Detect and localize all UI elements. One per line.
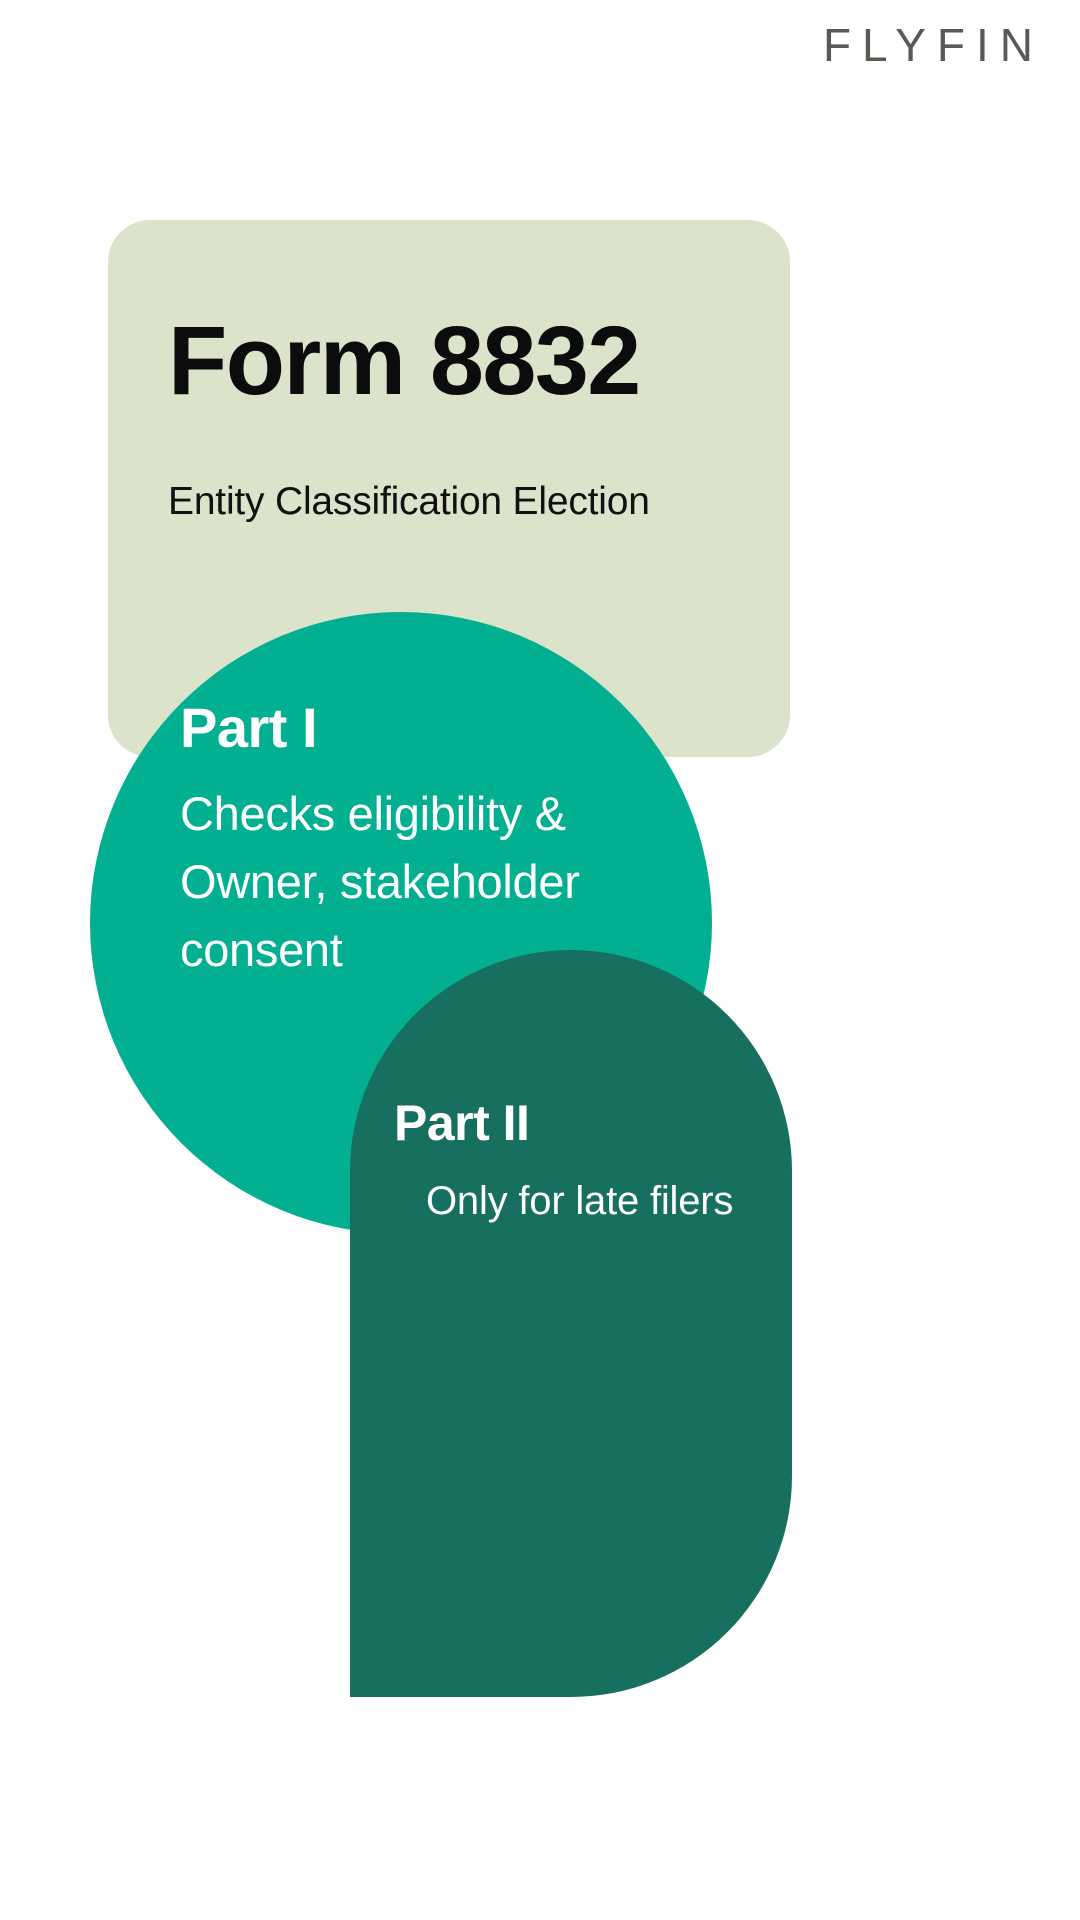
part-two-description: Only for late filers <box>426 1179 734 1223</box>
part-two-leaf-shape <box>350 950 792 1697</box>
part-one-line-1: Checks eligibility & <box>180 787 566 840</box>
part-two-content: Part II Only for late filers <box>394 1098 814 1228</box>
title-card-content: Form 8832 Entity Classification Election <box>168 312 766 526</box>
page-title: Form 8832 <box>168 306 641 415</box>
part-two-label: Part II <box>394 1095 530 1151</box>
part-one-line-3: consent <box>180 923 343 977</box>
part-one-label: Part I <box>180 696 318 759</box>
part-one-content: Part I Checks eligibility & Owner, stake… <box>180 700 700 984</box>
page-subtitle: Entity Classification Election <box>168 480 650 523</box>
part-one-description: Checks eligibility & Owner, stakeholder … <box>180 756 700 984</box>
part-one-line-2: Owner, stakeholder <box>180 855 580 909</box>
flyfin-logo: FLYFIN <box>822 19 1044 71</box>
